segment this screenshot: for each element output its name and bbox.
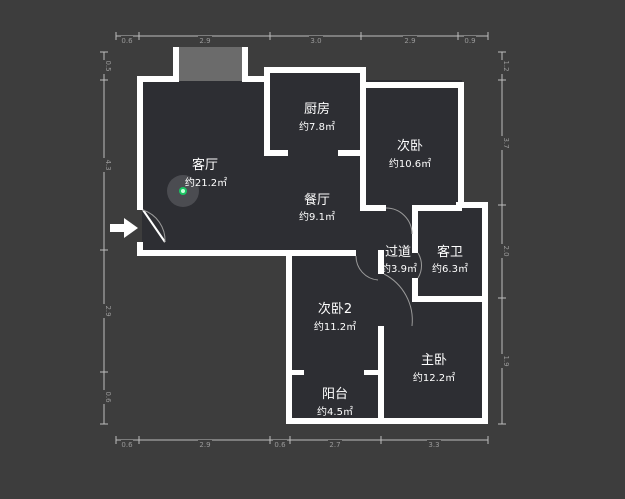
dim-bottom-3: 2.7 [329,441,340,449]
dim-right-3: 1.9 [502,355,510,366]
dimension-lines [100,32,506,444]
room-name-guest-bathroom: 客卫 [437,244,463,260]
doors [142,207,422,327]
room-name-master-bedroom: 主卧 [421,353,447,368]
room-name-bedroom: 次卧 [397,138,423,154]
dim-top-3: 2.9 [404,37,415,45]
floor-areas [142,70,486,424]
room-area-guest-bathroom: 约6.3㎡ [432,262,468,275]
room-area-bedroom-2: 约11.2㎡ [314,320,356,333]
room-name-balcony: 阳台 [322,387,348,402]
dim-left-3: 0.6 [104,391,112,403]
room-area-hallway: 约3.9㎡ [381,262,417,275]
location-marker-icon [167,175,199,207]
balcony-window-strip [179,47,242,81]
walls [137,47,488,424]
dim-right-1: 3.7 [502,137,510,148]
room-area-kitchen: 约7.8㎡ [299,120,335,133]
room-name-kitchen: 厨房 [304,101,330,117]
dim-top-4: 0.9 [464,37,475,45]
dim-top-1: 2.9 [199,37,210,45]
entrance-arrow-icon [110,218,138,238]
room-name-hallway: 过道 [385,245,411,260]
room-area-living-room: 约21.2㎡ [185,176,227,189]
dim-bottom-1: 2.9 [199,441,210,449]
dim-top-2: 3.0 [310,37,321,45]
room-area-dining-room: 约9.1㎡ [299,210,335,223]
dimension-labels: 0.6 2.9 3.0 2.9 0.9 0.6 2.9 0.6 2.7 3.3 … [100,36,510,449]
dim-bottom-0: 0.6 [121,441,133,449]
room-labels: 厨房 约7.8㎡ 次卧 约10.6㎡ 客厅 约21.2㎡ 餐厅 约9.1㎡ 过道… [185,101,468,418]
dim-left-1: 4.3 [104,159,112,170]
room-area-balcony: 约4.5㎡ [317,405,353,418]
dim-bottom-2: 0.6 [274,441,286,449]
dim-left-0: 0.5 [104,60,112,71]
room-name-bedroom-2: 次卧2 [318,301,352,317]
room-area-bedroom: 约10.6㎡ [389,157,431,170]
room-name-dining-room: 餐厅 [304,192,330,208]
room-name-living-room: 客厅 [192,157,218,173]
dim-right-2: 2.0 [502,245,510,256]
room-area-master-bedroom: 约12.2㎡ [413,371,455,384]
dim-top-0: 0.6 [121,37,133,45]
dim-right-0: 1.2 [502,60,510,71]
dim-left-2: 2.9 [104,305,112,316]
dim-bottom-4: 3.3 [428,441,439,449]
